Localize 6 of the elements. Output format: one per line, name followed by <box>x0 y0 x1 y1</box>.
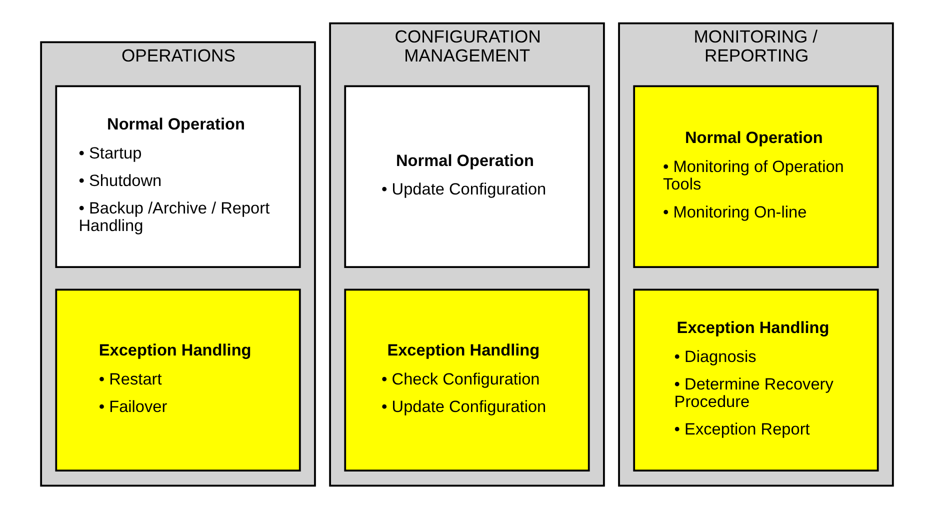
node-box: Exception Handling • Restart • Failover <box>55 288 301 472</box>
node-box: Exception Handling • Diagnosis • Determine Recovery Procedure • Exception Report <box>633 288 879 472</box>
node-box: Normal Operation • Update Configuration <box>344 85 590 268</box>
node-box: Exception Handling • Check Configuration • Update Configuration <box>344 288 590 472</box>
node-box: Normal Operation • Monitoring of Operation Tools • Monitoring On-line <box>633 85 879 268</box>
node-box: Normal Operation • Startup • Shutdown • Backup /Archive / Report Handling <box>55 85 301 268</box>
